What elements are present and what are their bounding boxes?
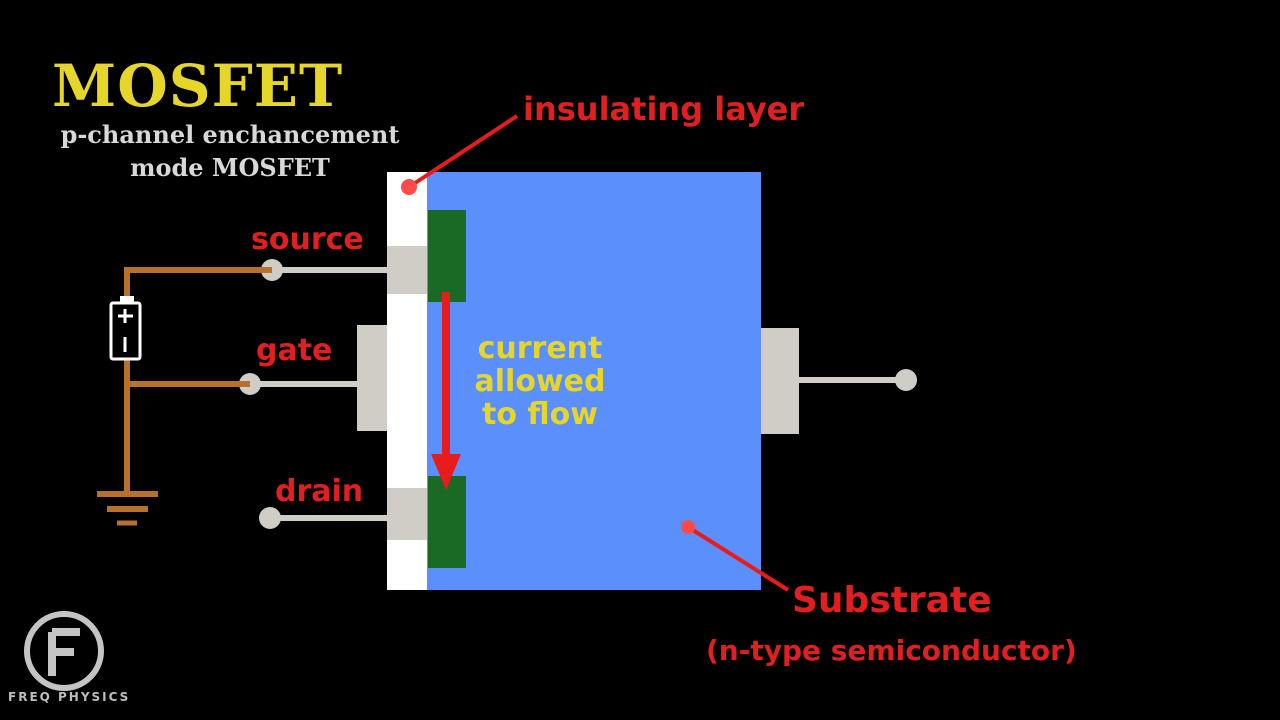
body-contact [761, 328, 799, 434]
source-label: source [251, 222, 364, 257]
gate-label: gate [256, 333, 333, 368]
drain-label: drain [275, 474, 364, 509]
substrate-pointer [681, 520, 790, 592]
current-line-2: allowed [474, 364, 606, 399]
current-line-3: to flow [482, 397, 598, 432]
current-line-1: current [477, 331, 603, 366]
substrate-block [424, 172, 761, 590]
substrate-label: Substrate [792, 580, 992, 621]
insulating-layer-pointer [401, 114, 519, 195]
battery-icon [109, 296, 142, 361]
subtitle: p-channel enchancement mode MOSFET [30, 118, 430, 184]
body-terminal-dot [895, 369, 917, 391]
subtitle-line-2: mode MOSFET [130, 153, 330, 182]
current-flow-label: current allowed to flow [455, 332, 625, 431]
logo-text: FREQ PHYSICS [8, 690, 131, 704]
drain-p-region [428, 476, 466, 568]
subtitle-line-1: p-channel enchancement [60, 120, 400, 149]
insulating-layer-label: insulating layer [523, 90, 805, 128]
drain-terminal-dot [259, 507, 281, 529]
page-title: MOSFET [52, 52, 344, 120]
source-contact [387, 246, 427, 294]
freq-physics-logo [24, 611, 104, 691]
ground-icon [97, 491, 158, 526]
current-arrow [431, 292, 461, 490]
battery-wire-top [124, 267, 272, 302]
gate-contact [357, 325, 387, 431]
source-p-region [428, 210, 466, 302]
drain-contact [387, 488, 427, 540]
substrate-type-label: (n-type semiconductor) [706, 634, 1077, 667]
